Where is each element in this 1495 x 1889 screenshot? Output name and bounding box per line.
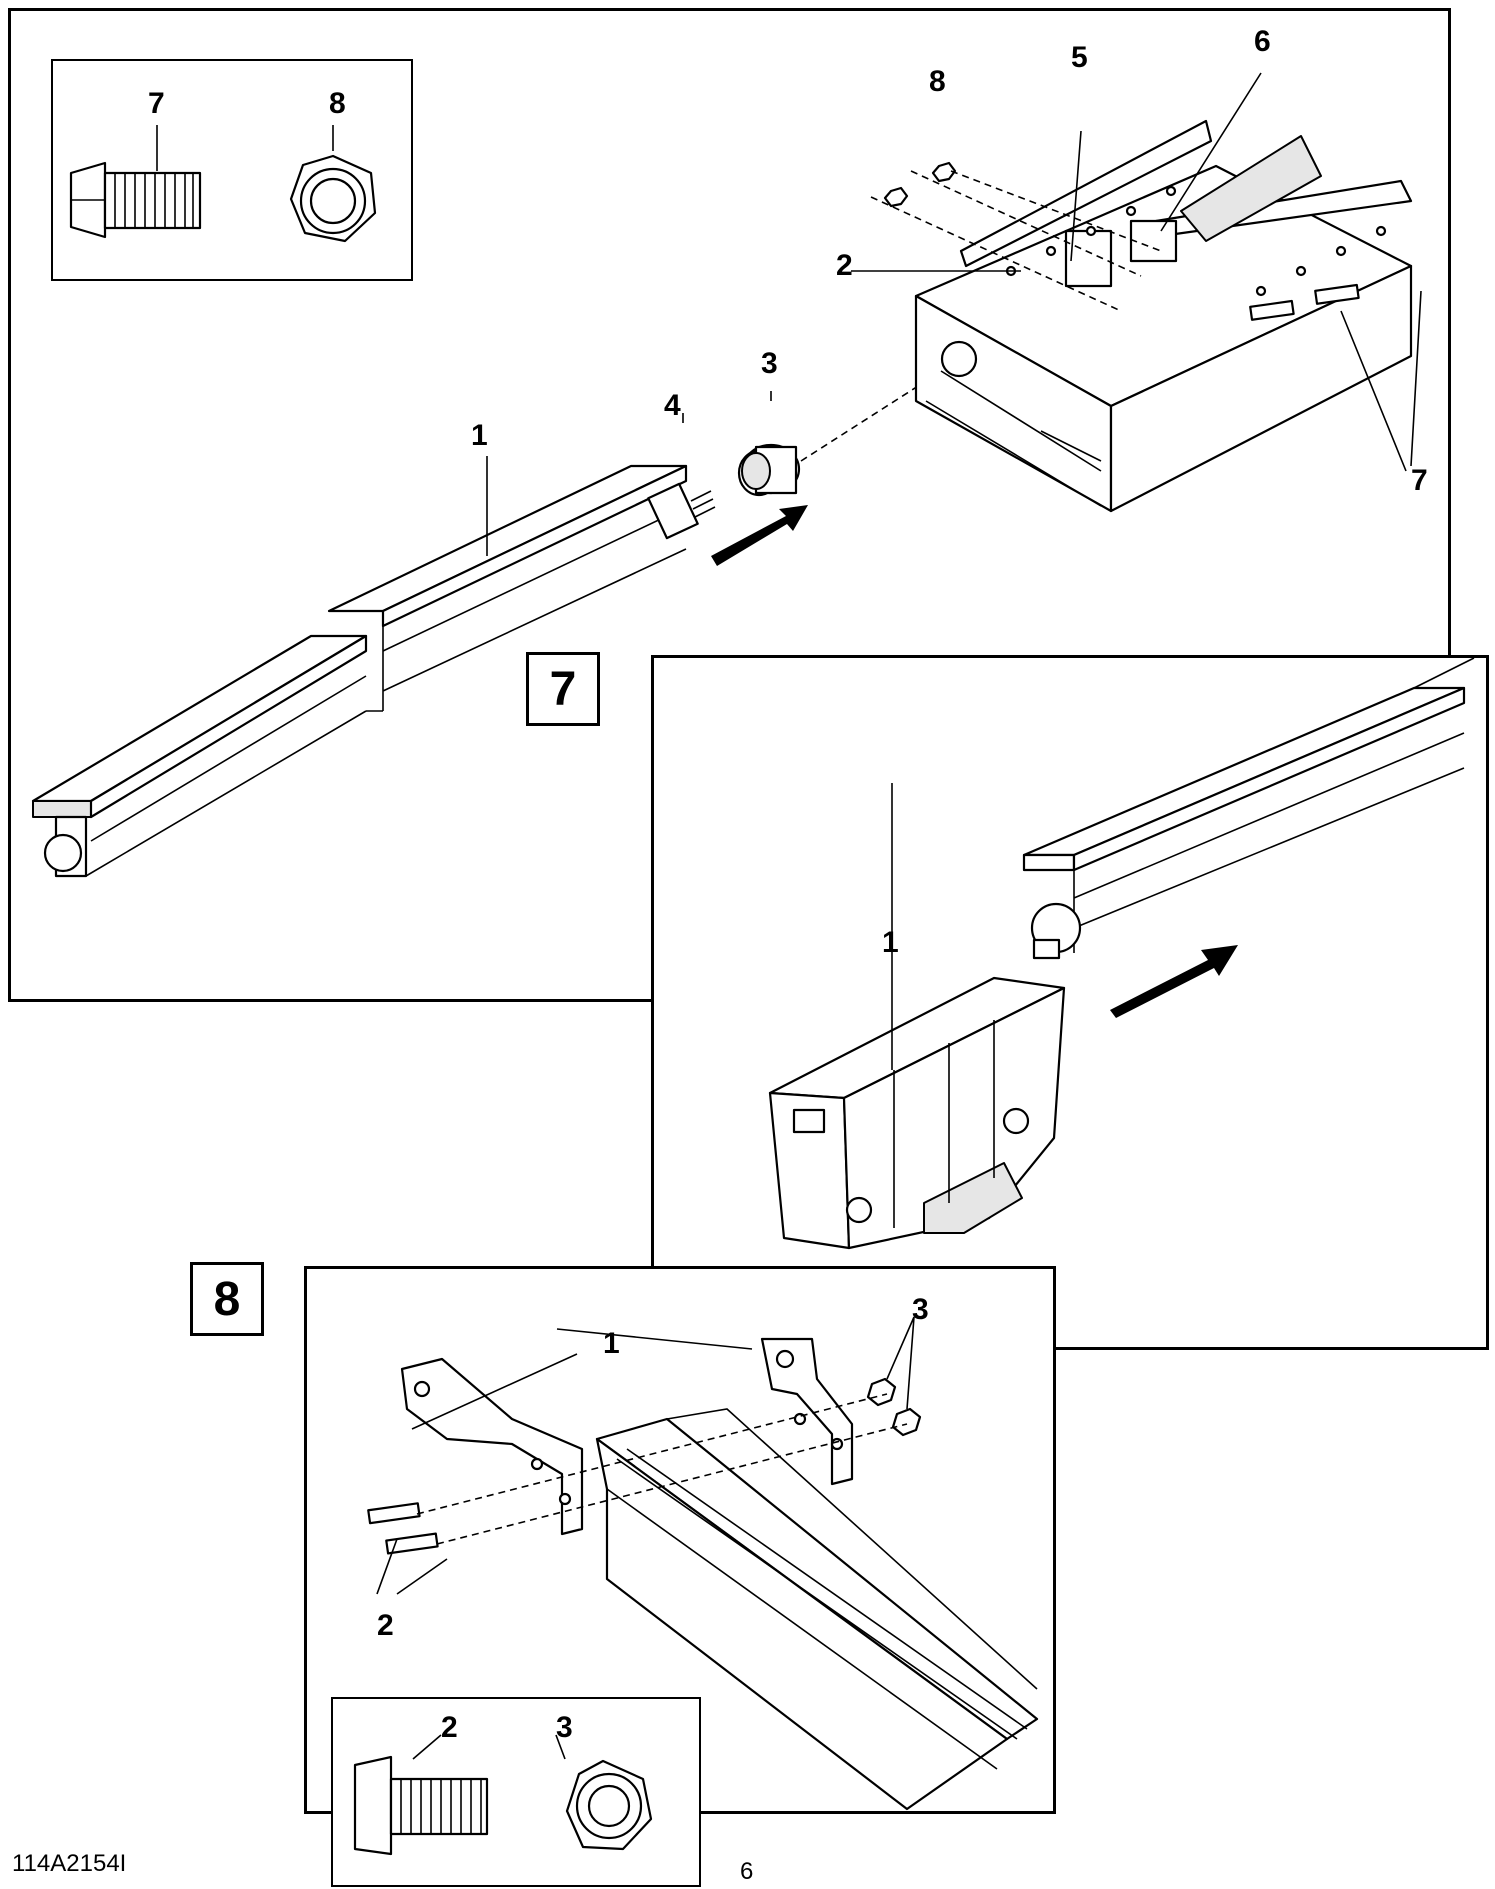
callout-4: 4	[664, 389, 681, 422]
step8-fastener-inset: 2 3	[331, 1697, 701, 1887]
direction-arrow-icon	[711, 505, 808, 566]
step8-callout-3: 3	[912, 1293, 929, 1326]
coupling-icon	[647, 443, 801, 540]
step7-fastener-inset: 7 8	[51, 59, 413, 281]
rail-end-icon	[1022, 657, 1475, 960]
hex-bolt-icon	[69, 161, 202, 239]
step7-trolley-panel: 1	[651, 655, 1489, 1350]
inset-nut-label: 8	[329, 87, 346, 120]
callout-5: 5	[1071, 41, 1088, 74]
opener-unit-icon	[914, 119, 1413, 513]
step7-drawing	[31, 72, 1422, 878]
callout-8: 8	[929, 65, 946, 98]
bolts-icon	[883, 161, 1360, 321]
callout-7: 7	[1411, 464, 1428, 497]
inset8-nut-label: 3	[556, 1711, 573, 1744]
step8-panel: 2 3 1 3 2	[304, 1266, 1056, 1887]
inset8-bolt-label: 2	[441, 1711, 458, 1744]
lock-nut-icon	[289, 154, 377, 243]
inset8-lock-nut-icon	[565, 1759, 653, 1851]
step8-callout-2: 2	[377, 1609, 394, 1642]
step8-bolts-icon	[367, 1502, 439, 1555]
step8-drawing	[367, 1316, 1039, 1811]
document-code: 114A2154I	[12, 1850, 127, 1877]
step-8-badge: 8	[190, 1262, 264, 1336]
trolley-callout-1: 1	[882, 926, 899, 959]
trolley-direction-arrow-icon	[1110, 945, 1238, 1018]
callout-3: 3	[761, 347, 778, 380]
bracket-left-icon	[400, 1357, 584, 1536]
callout-2: 2	[836, 249, 853, 282]
step8-nuts-icon	[866, 1377, 922, 1437]
inset8-hardware-drawing	[353, 1734, 653, 1856]
inset-bolt-label: 7	[148, 87, 165, 120]
callout-6: 6	[1254, 25, 1271, 58]
step8-callout-1: 1	[603, 1327, 620, 1360]
rail-section-icon	[31, 464, 688, 878]
bracket-right-icon	[760, 1337, 854, 1486]
trolley-icon	[768, 976, 1066, 1250]
inset8-hex-bolt-icon	[353, 1755, 489, 1856]
page-number: 6	[740, 1858, 754, 1885]
trolley-drawing	[768, 657, 1475, 1250]
callout-1: 1	[471, 419, 488, 452]
rail-icon	[595, 1408, 1039, 1811]
inset-hardware-drawing	[69, 125, 377, 243]
step-7-badge: 7	[526, 652, 600, 726]
